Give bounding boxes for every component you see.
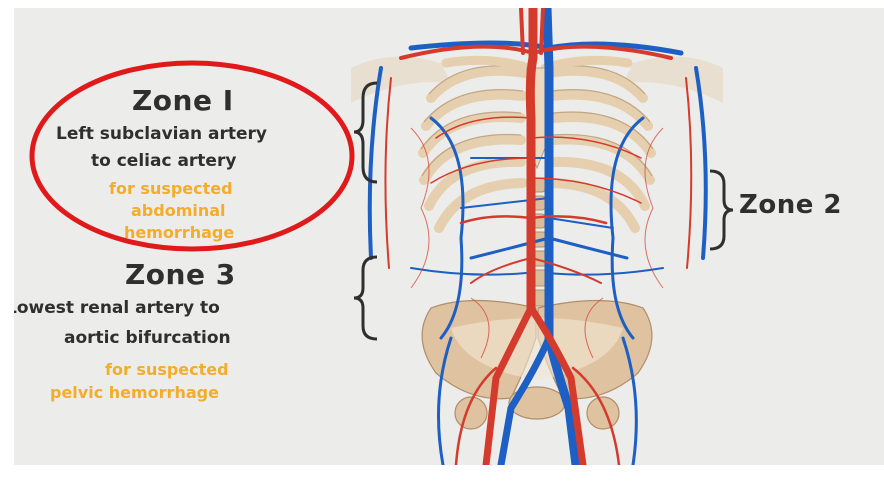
zone3-note-line1: for suspected (105, 360, 229, 379)
zone3-title: Zone 3 (125, 258, 236, 291)
zone2-title: Zone 2 (739, 190, 842, 220)
zone3-brace (351, 254, 381, 342)
zone2-brace (706, 168, 736, 252)
vascular-anatomy-illustration (351, 8, 723, 465)
zone3-description-line2: aortic bifurcation (64, 328, 231, 348)
zone1-brace (351, 80, 381, 185)
zone3-note-line2: pelvic hemorrhage (50, 383, 219, 402)
presentation-slide: Zone I Left subclavian artery to celiac … (14, 8, 884, 465)
zone1-highlight-circle (27, 57, 357, 255)
zone3-description-line1: Lowest renal artery to (14, 298, 220, 318)
